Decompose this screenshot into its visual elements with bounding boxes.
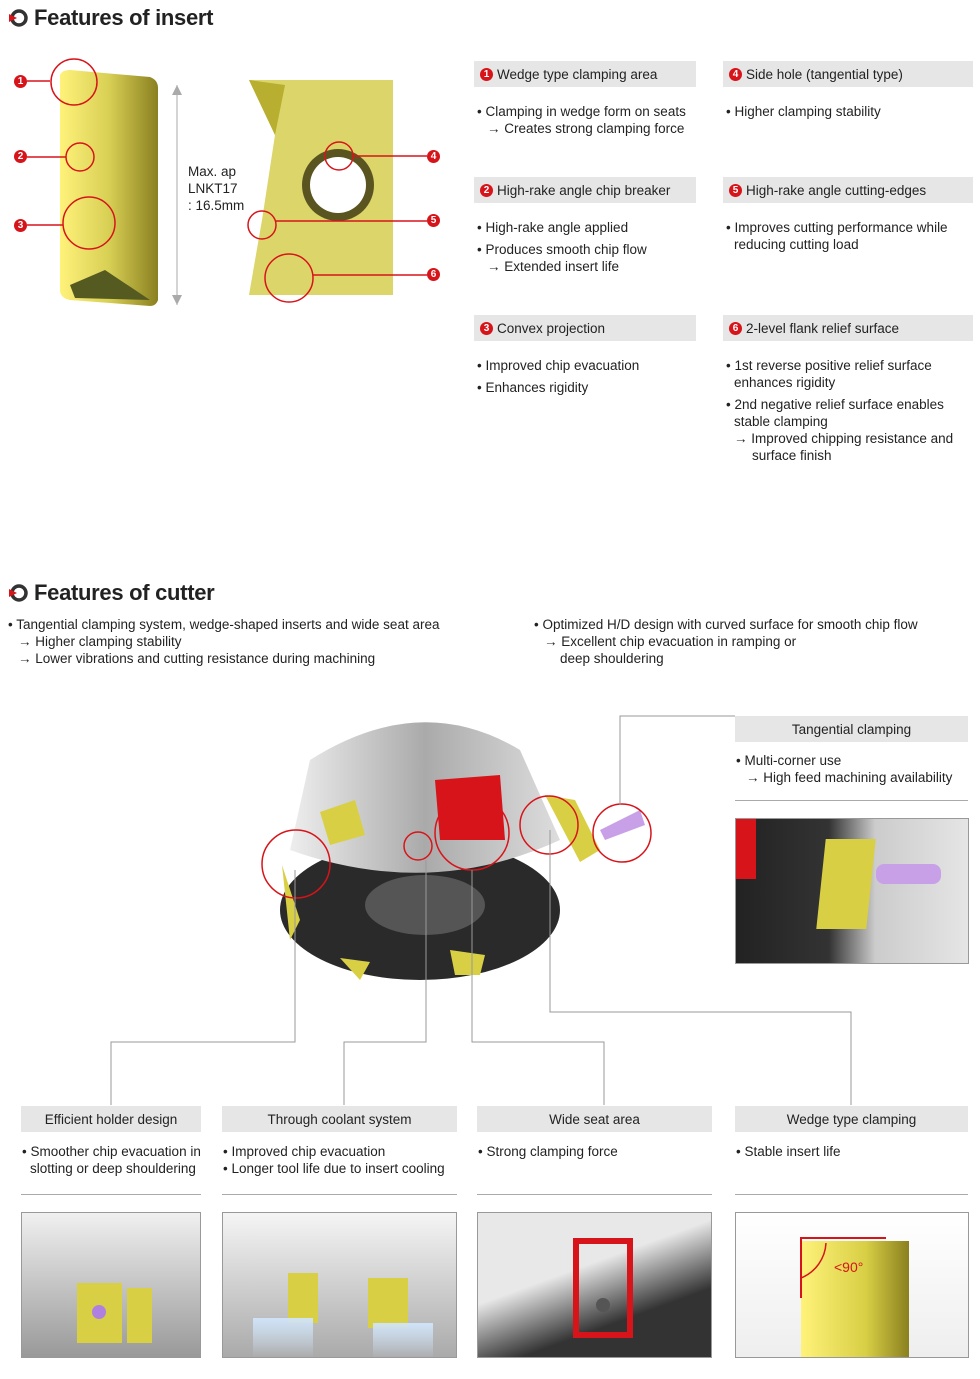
feature-4-text: • Higher clamping stability <box>726 104 881 119</box>
divider <box>735 800 968 801</box>
divider <box>222 1194 457 1195</box>
coolant-system-photo <box>222 1212 457 1358</box>
section-arrow-icon <box>9 9 28 27</box>
cutter-intro-right: • Optimized H/D design with curved surfa… <box>534 617 918 666</box>
callout-5: 5 <box>427 214 440 227</box>
wide-seat-text: • Strong clamping force <box>478 1144 618 1159</box>
feature-2-text: • High-rake angle applied• Produces smoo… <box>477 220 647 274</box>
holder-design-header: Efficient holder design <box>21 1106 201 1132</box>
callout-4: 4 <box>427 150 440 163</box>
cutter-section-title: Features of cutter <box>8 580 215 606</box>
coolant-system-header: Through coolant system <box>222 1106 457 1132</box>
section-arrow-icon <box>9 584 28 602</box>
wedge-clamping-photo: <90° <box>735 1212 969 1358</box>
tangential-clamping-photo <box>735 818 969 964</box>
callout-2: 2 <box>14 150 27 163</box>
feature-1-text: • Clamping in wedge form on seats→ Creat… <box>477 104 686 136</box>
coolant-system-text: • Improved chip evacuation• Longer tool … <box>223 1144 445 1176</box>
angle-mark <box>800 1237 886 1298</box>
tangential-clamping-text: • Multi-corner use→ High feed machining … <box>736 753 953 785</box>
cutter-diagram <box>110 715 852 1105</box>
insert-section-title: Features of insert <box>8 5 214 31</box>
insert-side-view <box>60 70 158 306</box>
angle-label: <90° <box>834 1259 864 1275</box>
wide-seat-photo <box>477 1212 712 1358</box>
cutter-intro-left: • Tangential clamping system, wedge-shap… <box>8 617 440 666</box>
feature-3-text: • Improved chip evacuation• Enhances rig… <box>477 358 640 395</box>
callout-6: 6 <box>427 268 440 281</box>
divider <box>735 1194 968 1195</box>
insert-diagram <box>27 58 427 306</box>
divider <box>477 1194 712 1195</box>
wide-seat-header: Wide seat area <box>477 1106 712 1132</box>
tangential-clamping-header: Tangential clamping <box>735 716 968 742</box>
max-ap-label: Max. ap LNKT17 : 16.5mm <box>188 164 245 213</box>
callout-1: 1 <box>14 75 27 88</box>
callout-3: 3 <box>14 219 27 232</box>
wedge-clamping-text: • Stable insert life <box>736 1144 841 1159</box>
divider <box>21 1194 201 1195</box>
holder-design-photo <box>21 1212 201 1358</box>
wedge-clamping-header: Wedge type clamping <box>735 1106 968 1132</box>
